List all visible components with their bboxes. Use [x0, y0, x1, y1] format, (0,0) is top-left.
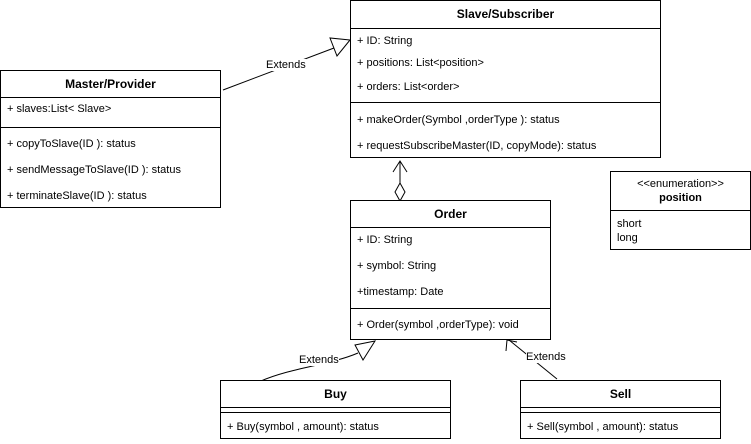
class-slave-subscriber[interactable]: Slave/Subscriber + ID: String + position…: [350, 0, 661, 158]
buy-extends-line: [260, 352, 359, 382]
section-divider: [521, 407, 720, 408]
method-sell-constructor: + Sell(symbol , amount): status: [527, 421, 679, 433]
class-master-provider[interactable]: Master/Provider + slaves:List< Slave> + …: [0, 70, 221, 208]
method-make-order: + makeOrder(Symbol ,orderType ): status: [357, 114, 560, 126]
section-divider: [221, 407, 450, 408]
section-divider: [521, 412, 720, 413]
class-title: Buy: [324, 387, 347, 401]
enum-position[interactable]: <<enumeration>> position short long: [610, 171, 751, 250]
aggregation-arrowhead: [392, 160, 408, 173]
section-divider: [1, 127, 220, 128]
class-title: Sell: [609, 387, 632, 401]
section-divider: [221, 412, 450, 413]
class-title: Slave/Subscriber: [351, 1, 660, 29]
sell-extends-arrowhead: [505, 339, 518, 352]
attribute-timestamp: +timestamp: Date: [357, 286, 444, 298]
attribute-orders: + orders: List<order>: [357, 81, 460, 93]
section-divider: [611, 210, 750, 211]
master-extends-label: Extends: [266, 59, 306, 71]
attribute-id: + ID: String: [357, 234, 413, 246]
enum-value-long: long: [617, 232, 638, 244]
enum-value-short: short: [617, 218, 642, 230]
aggregation-diamond: [394, 181, 406, 203]
master-extends-arrowhead: [329, 37, 351, 57]
class-buy[interactable]: Buy + Buy(symbol , amount): status: [220, 380, 451, 439]
class-order[interactable]: Order + ID: String + symbol: String +tim…: [350, 200, 551, 340]
section-divider: [351, 308, 550, 309]
attribute-symbol: + symbol: String: [357, 260, 437, 272]
class-sell[interactable]: Sell + Sell(symbol , amount): status: [520, 380, 721, 439]
method-terminate-slave: + terminateSlave(ID ): status: [7, 190, 147, 202]
enum-stereotype: <<enumeration>>: [637, 178, 724, 190]
method-request-subscribe-master: + requestSubscribeMaster(ID, copyMode): …: [357, 140, 597, 152]
class-title: Order: [351, 201, 550, 228]
class-title: Master/Provider: [1, 71, 220, 98]
attribute-slaves: + slaves:List< Slave>: [7, 103, 112, 115]
attribute-positions: + positions: List<position>: [357, 57, 484, 69]
sell-extends-label: Extends: [526, 351, 566, 363]
enum-name: position: [659, 192, 702, 204]
buy-extends-arrowhead: [354, 340, 377, 361]
method-copy-to-slave: + copyToSlave(ID ): status: [7, 138, 136, 150]
buy-extends-label: Extends: [299, 354, 339, 366]
section-divider: [351, 102, 660, 103]
attribute-id: + ID: String: [357, 35, 413, 47]
method-send-message-to-slave: + sendMessageToSlave(ID ): status: [7, 164, 181, 176]
method-order-constructor: + Order(symbol ,orderType): void: [357, 319, 519, 331]
method-buy-constructor: + Buy(symbol , amount): status: [227, 421, 379, 433]
